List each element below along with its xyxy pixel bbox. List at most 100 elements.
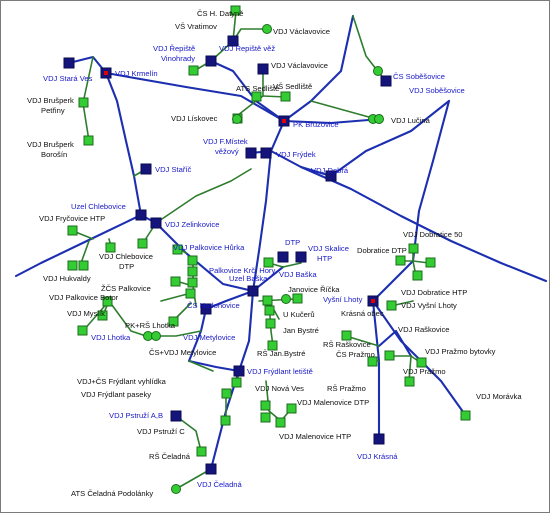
green-square-icon[interactable] bbox=[102, 296, 113, 307]
green-circle-icon[interactable] bbox=[151, 331, 161, 341]
label-vysni-lhoty: Vyšní Lhoty bbox=[323, 295, 363, 304]
green-square-icon[interactable] bbox=[67, 260, 78, 271]
blue-square-icon[interactable] bbox=[233, 365, 245, 377]
green-circle-icon[interactable] bbox=[232, 114, 242, 124]
green-square-icon[interactable] bbox=[280, 91, 291, 102]
green-square-icon[interactable] bbox=[105, 242, 116, 253]
label-cs-hodonovice: ČS Hodoňovice bbox=[187, 301, 240, 310]
blue-square-icon[interactable] bbox=[140, 163, 152, 175]
green-square-icon[interactable] bbox=[460, 410, 471, 421]
green-square-icon[interactable] bbox=[97, 310, 108, 321]
label-uzel-baska: Uzel Baška bbox=[229, 274, 268, 283]
label-vdj-stara-ves: VDJ Stará Ves bbox=[43, 74, 93, 83]
green-circle-icon[interactable] bbox=[374, 114, 384, 124]
green-square-icon[interactable] bbox=[425, 257, 436, 268]
green-square-icon[interactable] bbox=[230, 5, 241, 16]
blue-square-icon[interactable] bbox=[277, 251, 289, 263]
green-square-icon[interactable] bbox=[260, 412, 271, 423]
green-square-icon[interactable] bbox=[395, 255, 406, 266]
green-circle-icon[interactable] bbox=[281, 294, 291, 304]
green-square-icon[interactable] bbox=[251, 91, 262, 102]
green-square-icon[interactable] bbox=[416, 357, 427, 368]
blue-square-icon[interactable] bbox=[200, 303, 212, 315]
green-square-icon[interactable] bbox=[404, 376, 415, 387]
green-square-icon[interactable] bbox=[170, 276, 181, 287]
green-square-icon[interactable] bbox=[262, 295, 273, 306]
pipe-baska-hodonovice bbox=[204, 289, 255, 311]
green-square-icon[interactable] bbox=[260, 400, 271, 411]
blue-square-icon[interactable] bbox=[295, 251, 307, 263]
green-circle-icon[interactable] bbox=[373, 66, 383, 76]
pipe-krasna-prazmo bbox=[377, 329, 413, 358]
green-square-icon[interactable] bbox=[168, 316, 179, 327]
green-square-icon[interactable] bbox=[187, 277, 198, 288]
green-square-icon[interactable] bbox=[83, 135, 94, 146]
green-square-icon[interactable] bbox=[172, 244, 183, 255]
blue-square-icon[interactable] bbox=[325, 170, 337, 182]
label-vdj-liskovec: VDJ Lískovec bbox=[171, 114, 218, 123]
label-u-kucera: U Kučerů bbox=[283, 310, 315, 319]
label-vdj-frycovice-htp: VDJ Fryčovice HTP bbox=[39, 214, 105, 223]
label-cs-h-datyne: ČS H. Datyně bbox=[197, 9, 243, 18]
blue-square-icon[interactable] bbox=[205, 55, 217, 67]
green-square-icon[interactable] bbox=[367, 356, 378, 367]
green-square-icon[interactable] bbox=[341, 330, 352, 341]
green-square-icon[interactable] bbox=[384, 350, 395, 361]
green-square-icon[interactable] bbox=[77, 325, 88, 336]
blue-square-icon[interactable] bbox=[373, 433, 385, 445]
green-square-icon[interactable] bbox=[196, 446, 207, 457]
green-square-icon[interactable] bbox=[67, 225, 78, 236]
green-square-icon[interactable] bbox=[265, 318, 276, 329]
pipe-bruzovice-east bbox=[282, 117, 383, 125]
pipe-chlebovice-west bbox=[14, 213, 143, 278]
green-square-icon[interactable] bbox=[220, 415, 231, 426]
label-vdj-metylovice: VDJ Metylovice bbox=[183, 333, 235, 342]
green-square-icon[interactable] bbox=[408, 243, 419, 254]
blue-square-icon[interactable] bbox=[63, 57, 75, 69]
green-square-icon[interactable] bbox=[275, 417, 286, 428]
label-vdj-prazmo: VDJ Pražmo bbox=[403, 367, 446, 376]
label-vdj-palkovice-hurka: VDJ Palkovice Hůrka bbox=[173, 243, 245, 252]
green-square-icon[interactable] bbox=[264, 305, 275, 316]
red-core-square-icon-center bbox=[371, 299, 375, 303]
green-square-icon[interactable] bbox=[185, 288, 196, 299]
green-square-icon[interactable] bbox=[188, 65, 199, 76]
green-square-icon[interactable] bbox=[78, 260, 89, 271]
pipe-dobratice-vysni bbox=[371, 259, 415, 303]
label-ats-sedliste: ATS Sedliště bbox=[236, 84, 279, 93]
green-square-icon[interactable] bbox=[292, 293, 303, 304]
green-square-icon[interactable] bbox=[263, 257, 274, 268]
green-circle-icon[interactable] bbox=[262, 24, 272, 34]
label-cs-vdj-metylovice: ČS+VDJ Metylovice bbox=[149, 348, 216, 357]
green-square-icon[interactable] bbox=[386, 300, 397, 311]
green-square-icon[interactable] bbox=[187, 266, 198, 277]
blue-square-icon[interactable] bbox=[170, 410, 182, 422]
label-janovice-ricka: Janovice Říčka bbox=[288, 285, 340, 294]
label-vdj-dobratice-htp: VDJ Dobratice HTP bbox=[401, 288, 467, 297]
blue-square-icon[interactable] bbox=[227, 35, 239, 47]
green-square-icon[interactable] bbox=[286, 403, 297, 414]
blue-square-icon[interactable] bbox=[135, 209, 147, 221]
pipe-baska-letiste bbox=[237, 289, 255, 373]
green-square-icon[interactable] bbox=[267, 340, 278, 351]
green-square-icon[interactable] bbox=[187, 255, 198, 266]
blue-square-icon[interactable] bbox=[257, 63, 269, 75]
green-square-icon[interactable] bbox=[78, 97, 89, 108]
blue-square-icon[interactable] bbox=[150, 217, 162, 229]
blue-square-icon[interactable] bbox=[380, 75, 392, 87]
blue-square-icon[interactable] bbox=[260, 147, 272, 159]
green-circle-icon[interactable] bbox=[171, 484, 181, 494]
blue-square-icon[interactable] bbox=[245, 147, 257, 159]
green-square-icon[interactable] bbox=[137, 238, 148, 249]
label-vdj-malenovice-dtp: VDJ Malenovice DTP bbox=[297, 398, 369, 407]
green-square-icon[interactable] bbox=[231, 377, 242, 388]
pipe-bruzovice-north bbox=[282, 14, 355, 123]
green-square-icon[interactable] bbox=[221, 388, 232, 399]
blue-square-icon[interactable] bbox=[205, 463, 217, 475]
green-square-icon[interactable] bbox=[412, 270, 423, 281]
blue-square-icon[interactable] bbox=[247, 285, 259, 297]
label-vdj-frydlant-paseky: VDJ Frýdlant paseky bbox=[81, 390, 151, 399]
